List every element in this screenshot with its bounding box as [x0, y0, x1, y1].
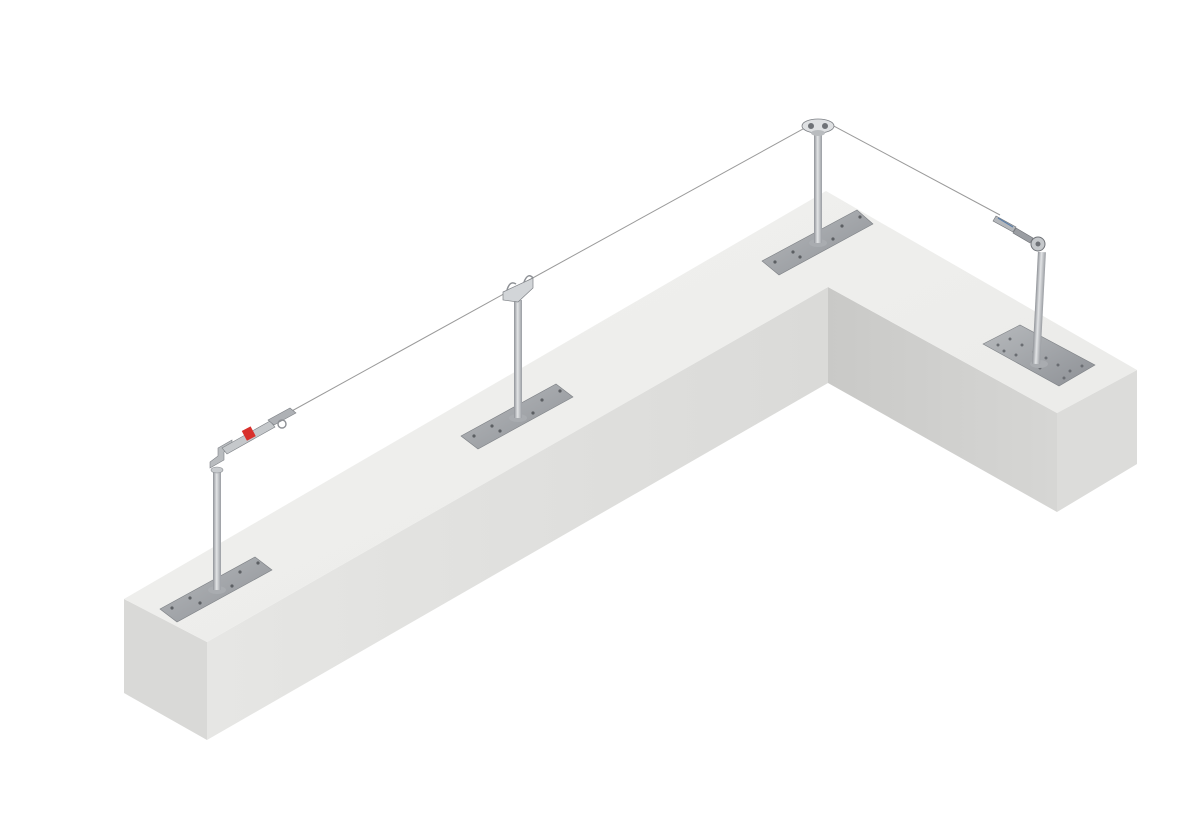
- block-inner-side-face: [828, 287, 1057, 512]
- post-tube: [814, 134, 822, 243]
- block-front-face: [207, 287, 828, 740]
- corner-pulley-icon: [801, 118, 835, 136]
- concrete-block: [124, 191, 1137, 740]
- lifeline-cable: [289, 123, 1001, 413]
- block-left-end-face: [124, 599, 207, 740]
- block-right-end-face: [1057, 370, 1137, 512]
- end-post-shock-absorber: [982, 215, 1096, 387]
- block-top-face: [124, 191, 1137, 642]
- shock-absorber-icon: [992, 215, 1046, 252]
- tensioner-icon: [209, 407, 297, 469]
- corner-post: [761, 118, 874, 276]
- post-tube: [1032, 251, 1046, 365]
- cable-guide-icon: [502, 275, 534, 303]
- post-tube: [514, 300, 522, 418]
- end-post-tensioner: [159, 407, 297, 623]
- intermediate-post: [460, 275, 574, 450]
- post-tube: [213, 470, 221, 590]
